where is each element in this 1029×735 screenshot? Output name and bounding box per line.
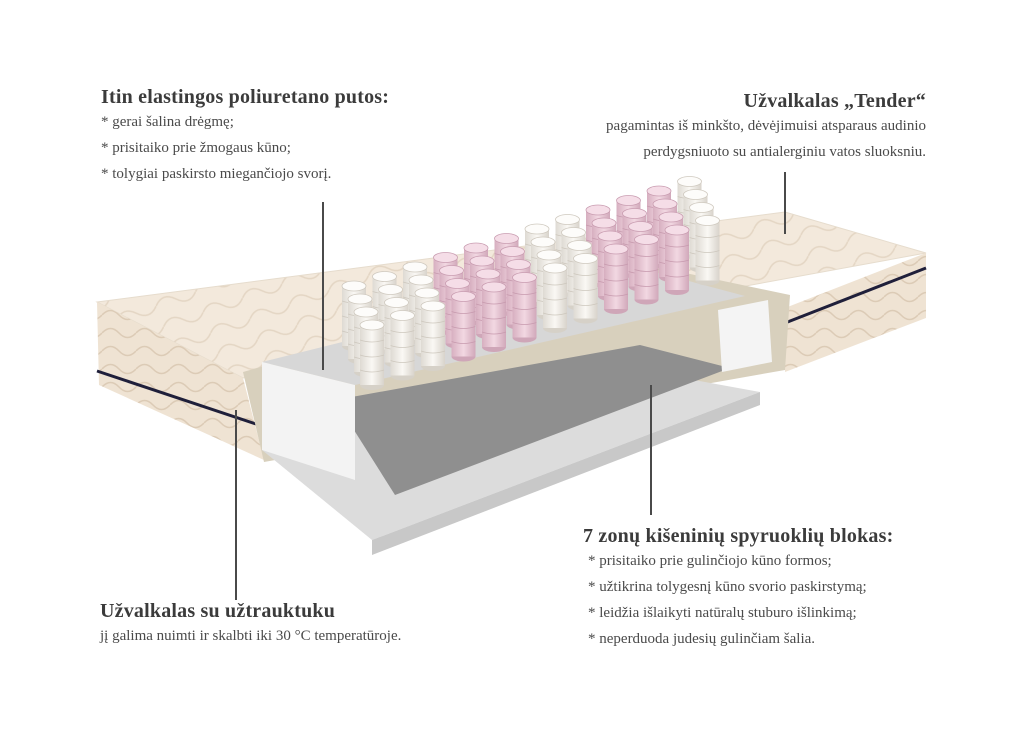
pocket-spring xyxy=(573,253,598,324)
pocket-spring xyxy=(451,291,476,362)
callout-tender-line: pagamintas iš minkšto, dėvėjimuisi atspa… xyxy=(606,118,926,134)
foam-edge-left xyxy=(262,362,355,480)
pocket-springs xyxy=(341,176,720,390)
piping-right xyxy=(784,266,927,325)
callout-springs-title: 7 zonų kišeninių spyruoklių blokas: xyxy=(583,525,894,547)
base-foam-layer xyxy=(262,372,760,540)
callout-springs-line: * užtikrina tolygesnį kūno svorio paskir… xyxy=(588,579,867,595)
pocket-spring xyxy=(603,243,629,314)
zipper-leader-line xyxy=(235,410,237,600)
pocket-spring xyxy=(481,281,507,352)
pocket-spring xyxy=(359,319,385,390)
callout-springs-line: * leidžia išlaikyti natūralų stuburo išl… xyxy=(588,605,857,621)
felt-layer xyxy=(335,345,730,495)
callout-foam-title: Itin elastingos poliuretano putos: xyxy=(101,86,390,108)
pocket-spring xyxy=(634,234,659,305)
pocket-spring xyxy=(420,300,446,371)
foam-edge-right xyxy=(718,300,772,372)
callout-zipper: Užvalkalas su užtrauktuku jį galima nuim… xyxy=(100,600,401,649)
pocket-spring xyxy=(542,262,568,333)
piping-left xyxy=(96,369,263,428)
callout-springs-line: * neperduoda judesių gulinčiam šalia. xyxy=(588,631,816,647)
callout-foam-line: * gerai šalina drėgmę; xyxy=(101,114,234,130)
mattress-side-left xyxy=(97,302,264,460)
callout-foam-line: * tolygiai paskirsto miegančiojo svorį. xyxy=(101,166,332,182)
pocket-spring xyxy=(695,215,720,286)
callout-springs: 7 zonų kišeninių spyruoklių blokas: * pr… xyxy=(583,525,893,652)
callout-foam: Itin elastingos poliuretano putos: * ger… xyxy=(101,86,389,187)
callout-tender: Užvalkalas „Tender“ pagamintas iš minkšt… xyxy=(606,90,926,165)
callout-tender-line: perdygsniuoto su antialerginiu vatos slu… xyxy=(643,144,926,160)
pocket-spring xyxy=(512,272,537,343)
pocket-spring xyxy=(390,310,415,381)
callout-springs-line: * prisitaiko prie gulinčiojo kūno formos… xyxy=(588,553,832,569)
callout-zipper-title: Užvalkalas su užtrauktuku xyxy=(100,600,336,622)
callout-foam-line: * prisitaiko prie žmogaus kūno; xyxy=(101,140,291,156)
foam-leader-line xyxy=(322,202,324,370)
tender-leader-line xyxy=(784,172,786,234)
springs-leader-line xyxy=(650,385,652,515)
callout-tender-title: Užvalkalas „Tender“ xyxy=(743,90,926,112)
callout-zipper-line: jį galima nuimti ir skalbti iki 30 °C te… xyxy=(100,628,402,644)
pocket-spring xyxy=(664,224,690,295)
